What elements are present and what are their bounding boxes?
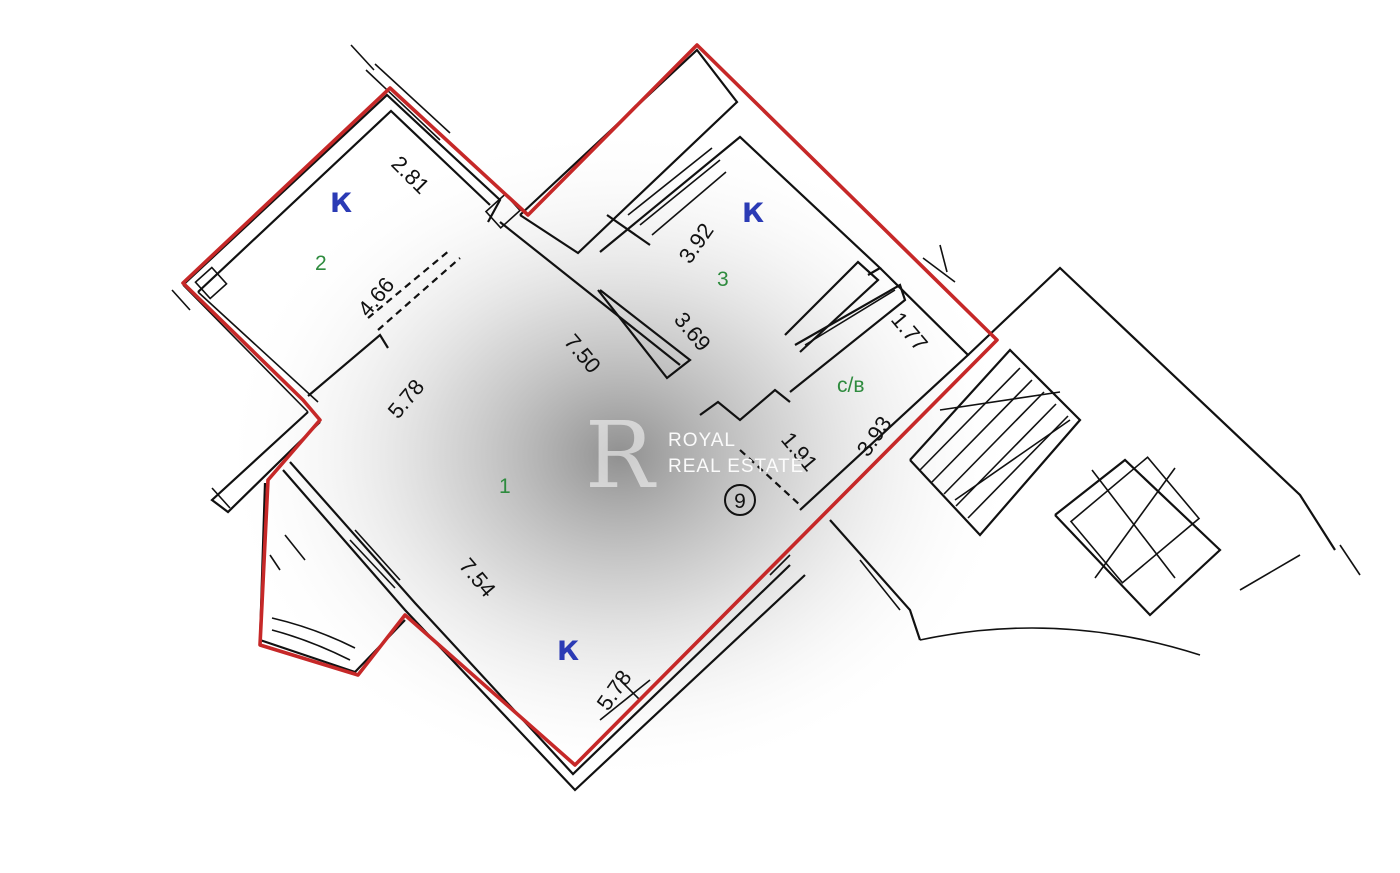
background-shading [220,125,1020,785]
room-1-type-mark: К [557,636,579,667]
bathroom-label: с/в [837,374,865,397]
room-labels: К 2 К 3 с/в 1 К [315,188,865,667]
watermark-brand-line1: ROYAL [668,430,736,451]
unit-marker: 9 [724,484,756,516]
room-3-number: 3 [717,268,729,291]
elevator-shaft [1069,456,1201,584]
watermark: R ROYAL REAL ESTATE [585,402,804,509]
watermark-logo: R [585,402,657,509]
stairwell [829,266,1361,656]
unit-marker-number: 9 [734,490,746,513]
watermark-brand-line2: REAL ESTATE [668,456,804,477]
room-1-walls [210,221,901,792]
bathroom-walls [699,244,970,511]
room-2-walls [171,44,502,413]
room-1-number: 1 [499,475,511,498]
unit-marker-circle [724,484,756,516]
room-2-type-mark: К [330,188,352,219]
apartment-outline [181,43,999,767]
room-2-number: 2 [315,252,327,275]
stair-steps [919,367,1071,519]
room-3-type-mark: К [742,198,764,229]
